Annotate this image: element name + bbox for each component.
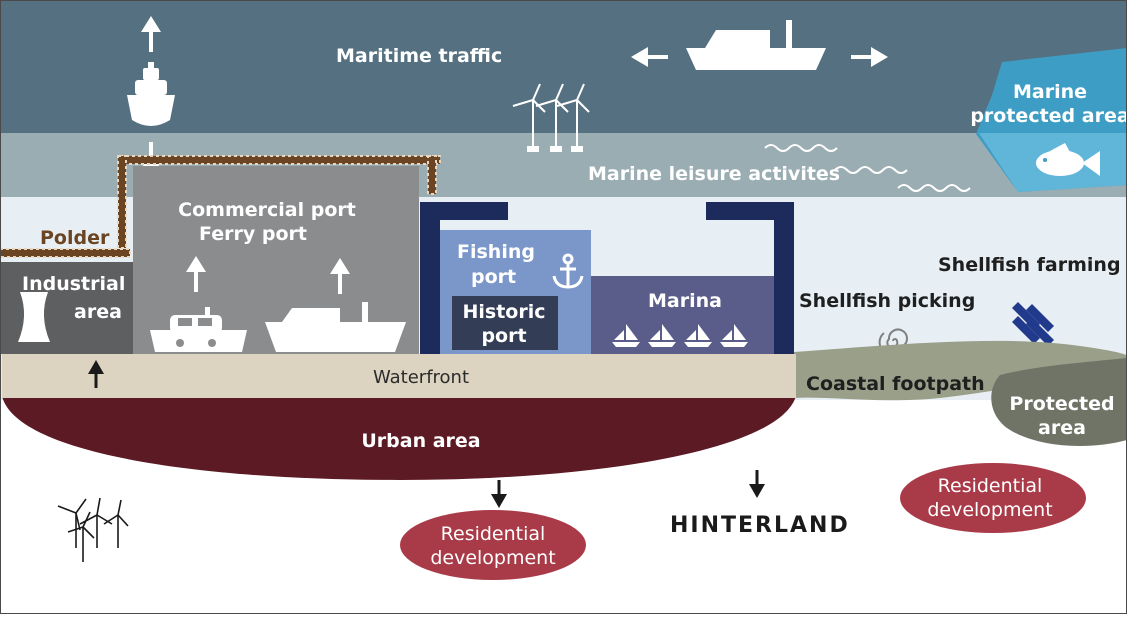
fish-icon bbox=[1036, 143, 1100, 176]
residential-right-label-line2: development bbox=[927, 499, 1052, 521]
harbour-walls bbox=[420, 202, 794, 354]
arrow-left-icon bbox=[631, 47, 668, 67]
protected-area-label-line1: Protected bbox=[1009, 393, 1114, 415]
leisure-waves-icon bbox=[764, 144, 971, 192]
residential-left-label-line1: Residential bbox=[441, 523, 546, 545]
marine-protected-area-label-line1: Marine bbox=[1013, 81, 1087, 103]
ferry-ship-icon bbox=[127, 62, 175, 126]
coastal-footpath-label: Coastal footpath bbox=[806, 373, 985, 395]
maritime-traffic-label: Maritime traffic bbox=[336, 45, 502, 67]
open-sea bbox=[0, 0, 1127, 133]
historic-port-area bbox=[452, 296, 558, 350]
arrow-down-icon bbox=[491, 480, 507, 508]
arrow-up-icon bbox=[141, 16, 161, 52]
residential-development-right bbox=[900, 463, 1086, 533]
shellfish-farming-label: Shellfish farming bbox=[938, 254, 1121, 276]
marina-label: Marina bbox=[648, 290, 722, 312]
protected-area-label-line2: area bbox=[1038, 417, 1086, 439]
residential-right-label-line1: Residential bbox=[938, 475, 1043, 497]
anchor-icon bbox=[552, 253, 584, 289]
commercial-port-label-line2: Ferry port bbox=[199, 223, 307, 245]
fishing-port-label-line1: Fishing bbox=[457, 241, 535, 263]
residential-left-label-line2: development bbox=[430, 547, 555, 569]
residential-development-left bbox=[400, 510, 586, 580]
commercial-port-label-line1: Commercial port bbox=[178, 199, 356, 221]
sailboat-icons bbox=[612, 324, 748, 347]
historic-port-label-line2: port bbox=[481, 325, 526, 347]
urban-area bbox=[2, 396, 796, 480]
hinterland-label: HINTERLAND bbox=[670, 513, 850, 538]
oyster-farm-icon bbox=[1012, 302, 1054, 346]
waterfront-strip bbox=[2, 354, 796, 398]
arrow-down-icon bbox=[749, 470, 765, 498]
fishing-port-label-line2: port bbox=[471, 266, 516, 288]
coastal-footpath-strip bbox=[794, 340, 1127, 401]
onshore-wind-turbines-icon bbox=[57, 497, 129, 562]
arrow-up-icon bbox=[88, 360, 104, 388]
urban-area-label: Urban area bbox=[361, 430, 480, 452]
polder-label: Polder bbox=[40, 227, 110, 249]
polder-dyke bbox=[0, 155, 441, 258]
cargo-ship-docked-icon bbox=[265, 302, 406, 352]
industrial-area-label-line2: area bbox=[74, 301, 122, 323]
arrow-right-icon bbox=[851, 47, 888, 67]
car-ferry-icon bbox=[150, 307, 247, 352]
industrial-area-label-line1: Industrial bbox=[22, 273, 125, 295]
historic-port-label-line1: Historic bbox=[462, 301, 545, 323]
offshore-wind-turbines-icon bbox=[512, 83, 590, 152]
marine-leisure-label: Marine leisure activites bbox=[588, 163, 840, 185]
arrow-up-icon bbox=[330, 258, 350, 294]
protected-area bbox=[991, 358, 1127, 446]
waterfront-label: Waterfront bbox=[373, 367, 469, 388]
cargo-ship-icon bbox=[686, 20, 826, 70]
marine-protected-area-label-line2: protected area bbox=[970, 105, 1127, 127]
marina-area bbox=[591, 276, 774, 354]
arrow-up-icon bbox=[186, 256, 206, 292]
shellfish-picking-label: Shellfish picking bbox=[799, 290, 975, 312]
cooling-tower-icon bbox=[18, 292, 50, 342]
